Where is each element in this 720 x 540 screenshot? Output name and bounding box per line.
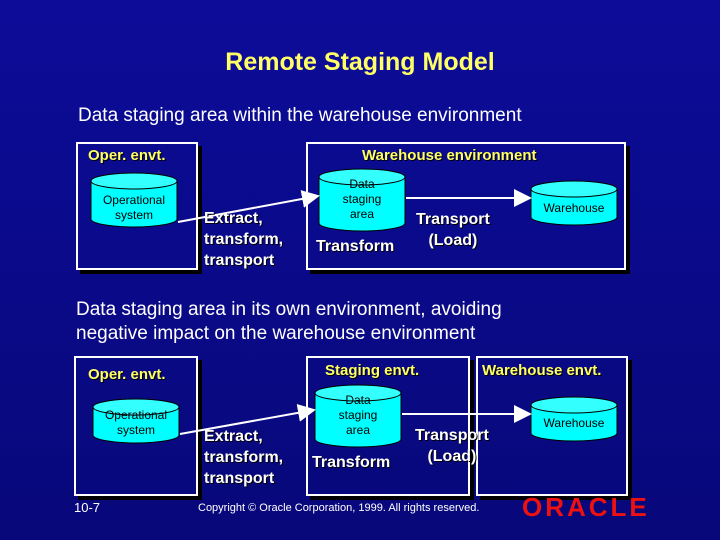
section2-warehouse-panel — [476, 356, 628, 496]
section2-extract-line1: Extract, — [204, 428, 263, 445]
section2-heading: Data staging area in its own environment… — [76, 298, 502, 346]
section2-data-staging-db-icon: Data staging area — [314, 384, 402, 448]
section2-transport-line2: (Load) — [427, 448, 477, 465]
section2-operational-cylinder — [92, 398, 180, 444]
section1-data-staging-db-icon: Data staging area — [318, 168, 406, 232]
section1-transport-line2: (Load) — [428, 232, 478, 249]
section2-oper-panel — [74, 356, 198, 496]
section2-heading-line1: Data staging area in its own environment… — [76, 299, 502, 320]
section2-warehouse-cylinder — [530, 396, 618, 442]
section2-extract-line2: transform, — [204, 449, 284, 466]
section1-transform-label: Transform — [316, 238, 395, 255]
section1-extract-line1: Extract, — [204, 210, 263, 227]
section2-warehouse-env-label: Warehouse envt. — [482, 362, 602, 379]
section1-operational-system-db-icon: Operational system — [90, 172, 178, 228]
section2-extract-line3: transport — [204, 470, 275, 487]
section1-oper-label: Oper. envt. — [88, 147, 166, 164]
section1-staging-line3: area — [349, 207, 375, 221]
section2-operational-line1: Operational — [104, 408, 168, 422]
oracle-logo: ORACLE — [522, 492, 650, 522]
section1-oper-panel — [76, 142, 198, 270]
section2-staging-env-label: Staging envt. — [325, 362, 420, 379]
section2-extract-arrow — [179, 403, 316, 435]
section2-staging-line1: Data — [345, 393, 371, 407]
section2-staging-panel — [306, 356, 470, 496]
section1-transport-label: Transport (Load) — [416, 209, 490, 251]
section1-transport-line1: Transport — [416, 211, 490, 228]
section1-warehouse-db-icon: Warehouse — [530, 180, 618, 226]
section1-extract-line3: transport — [204, 252, 275, 269]
section1-operational-line1: Operational — [102, 193, 166, 207]
section1-staging-line2: staging — [342, 192, 382, 206]
section2-transform-label: Transform — [312, 454, 391, 471]
section1-warehouse-cylinder — [530, 180, 618, 226]
section1-staging-cylinder — [318, 168, 406, 232]
section1-extract-arrow — [177, 190, 320, 223]
section2-staging-cylinder — [314, 384, 402, 448]
section2-extract-label: Extract, transform, transport — [204, 426, 283, 489]
section2-staging-line2: staging — [338, 408, 378, 422]
section2-oper-label: Oper. envt. — [88, 366, 166, 383]
copyright-text: Copyright © Oracle Corporation, 1999. Al… — [198, 502, 480, 514]
section1-warehouse-text: Warehouse — [543, 201, 605, 215]
section2-transport-label: Transport (Load) — [415, 425, 489, 467]
section1-heading: Data staging area within the warehouse e… — [78, 105, 522, 126]
page-title: Remote Staging Model — [225, 48, 495, 76]
section2-heading-line2: negative impact on the warehouse environ… — [76, 323, 476, 344]
section2-warehouse-text: Warehouse — [543, 416, 605, 430]
section1-operational-line2: system — [114, 208, 153, 222]
section1-staging-line1: Data — [349, 177, 375, 191]
section2-operational-line2: system — [116, 423, 155, 437]
section2-transport-line1: Transport — [415, 427, 489, 444]
page-number: 10-7 — [74, 500, 101, 515]
section1-warehouse-env-label: Warehouse environment — [362, 147, 537, 164]
section1-extract-line2: transform, — [204, 231, 284, 248]
section2-staging-line3: area — [345, 423, 371, 437]
section2-operational-system-db-icon: Operational system — [92, 398, 180, 444]
section1-operational-cylinder — [90, 172, 178, 228]
section1-extract-label: Extract, transform, transport — [204, 208, 283, 271]
section2-warehouse-db-icon: Warehouse — [530, 396, 618, 442]
